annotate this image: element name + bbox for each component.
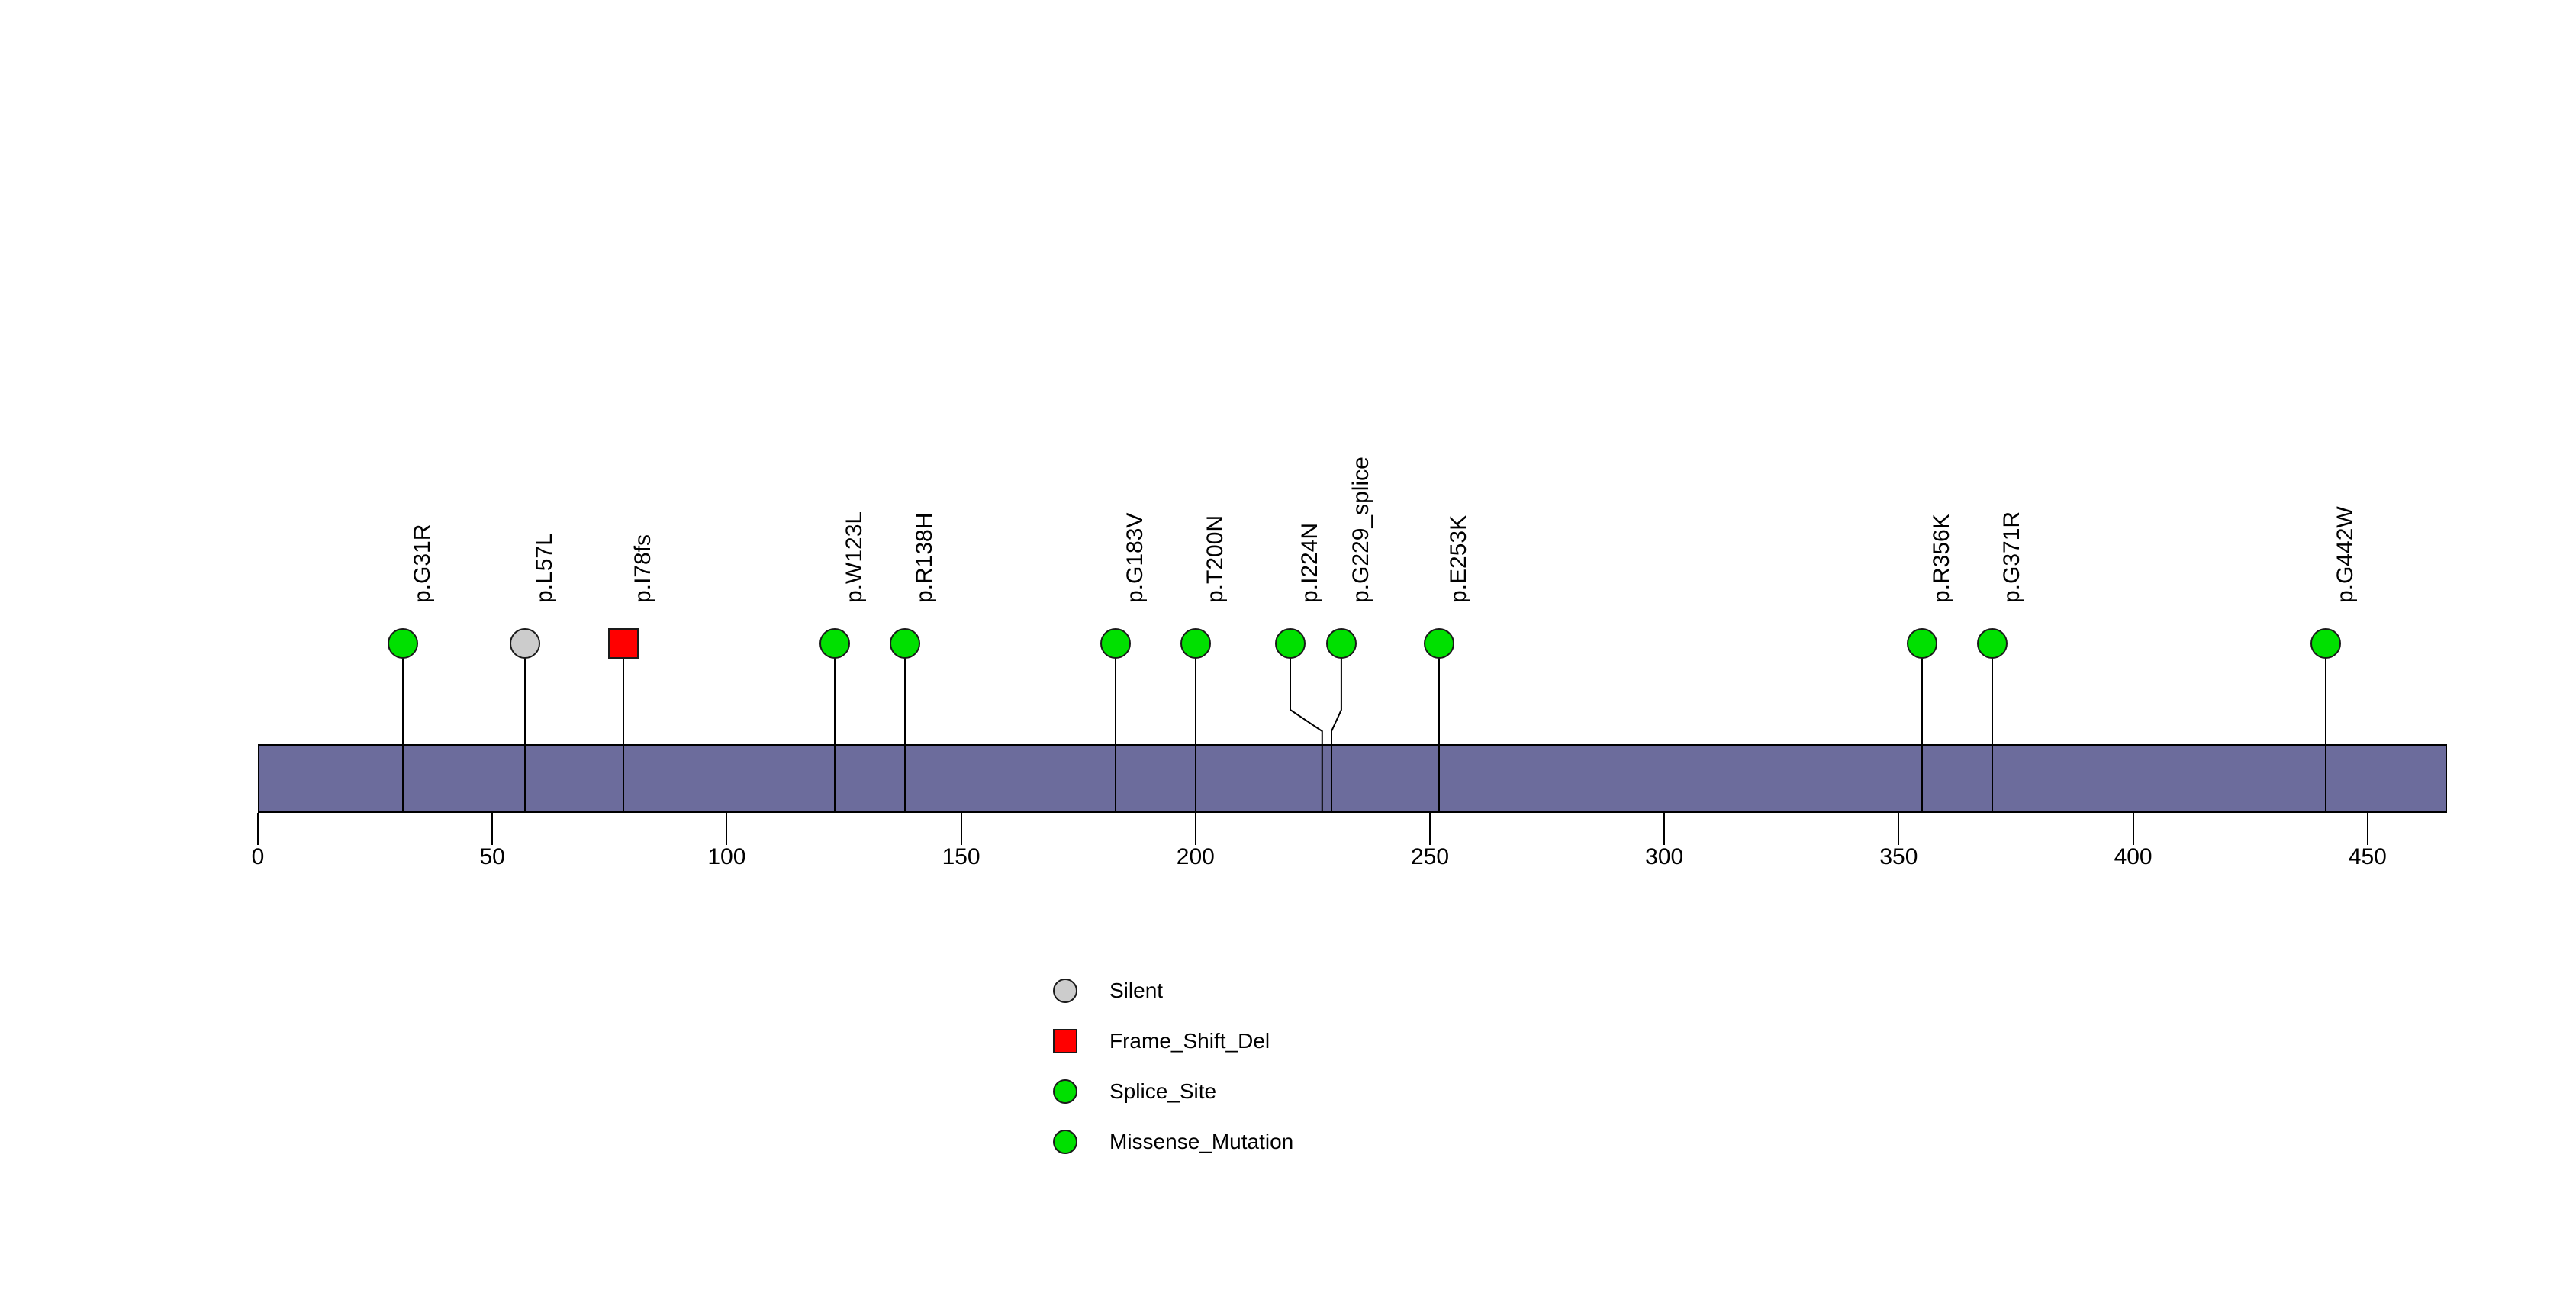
mutation-label: p.I78fs: [630, 534, 656, 603]
mutation-marker-p-g442w[interactable]: [2310, 628, 2341, 659]
axis-tick: [2132, 813, 2134, 845]
legend-item-silent[interactable]: Silent: [1053, 976, 1163, 1006]
axis-tick-label: 300: [1645, 844, 1684, 869]
mutation-marker-p-e253k[interactable]: [1424, 628, 1455, 659]
lollipop-stem: [903, 643, 906, 813]
axis-tick: [2366, 813, 2368, 845]
mutation-label: p.I224N: [1296, 522, 1322, 603]
lollipop-stem: [402, 643, 404, 813]
legend-swatch-square-icon: [1053, 1029, 1077, 1053]
mutation-marker-p-t200n[interactable]: [1180, 628, 1211, 659]
axis-tick: [491, 813, 494, 845]
protein-backbone-bar: [258, 744, 2448, 813]
legend-swatch-circle-icon: [1053, 1079, 1077, 1104]
axis-tick-label: 50: [479, 844, 505, 869]
legend-swatch-circle-icon: [1053, 979, 1077, 1003]
legend-label: Missense_Mutation: [1109, 1130, 1294, 1153]
axis-tick: [1898, 813, 1900, 845]
mutation-label: p.R356K: [1929, 514, 1955, 603]
mutation-label: p.W123L: [841, 511, 867, 603]
mutation-marker-p-r356k[interactable]: [1907, 628, 1938, 659]
mutation-label: p.L57L: [532, 533, 558, 603]
lollipop-stem: [833, 643, 836, 813]
axis-tick-label: 350: [1879, 844, 1918, 869]
mutation-marker-p-r138h[interactable]: [889, 628, 920, 659]
axis-tick-label: 200: [1176, 844, 1215, 869]
legend-item-splice_site[interactable]: Splice_Site: [1053, 1076, 1216, 1107]
mutation-label: p.G229_splice: [1348, 456, 1373, 603]
axis-tick: [726, 813, 728, 845]
axis-tick: [257, 813, 259, 845]
lollipop-stem: [1289, 643, 1323, 813]
mutation-marker-p-g31r[interactable]: [388, 628, 419, 659]
axis-tick-label: 100: [707, 844, 746, 869]
mutation-label: p.G442W: [2332, 506, 2358, 603]
mutation-marker-p-i78fs[interactable]: [608, 628, 639, 659]
axis-tick: [960, 813, 962, 845]
mutation-marker-p-w123l[interactable]: [819, 628, 850, 659]
mutation-label: p.T200N: [1202, 514, 1228, 603]
axis-tick: [1194, 813, 1196, 845]
mutation-label: p.G183V: [1122, 512, 1148, 603]
legend-swatch-circle-icon: [1053, 1130, 1077, 1154]
mutation-marker-p-g371r[interactable]: [1977, 628, 2008, 659]
lollipop-stem: [1921, 643, 1924, 813]
mutation-label: p.R138H: [911, 512, 937, 603]
mutation-label: p.G371R: [1999, 511, 2025, 603]
legend-label: Silent: [1109, 979, 1164, 1002]
axis-tick-label: 0: [251, 844, 265, 869]
legend-item-missense_mutation[interactable]: Missense_Mutation: [1053, 1127, 1293, 1157]
lollipop-stem: [1992, 643, 1994, 813]
lollipop-stem: [1438, 643, 1441, 813]
mutation-marker-p-g229-splice[interactable]: [1325, 628, 1357, 659]
legend-item-frame_shift_del[interactable]: Frame_Shift_Del: [1053, 1026, 1270, 1056]
mutation-marker-p-l57l[interactable]: [510, 628, 541, 659]
lollipop-stem: [1115, 643, 1117, 813]
lollipop-stem: [623, 643, 625, 813]
lollipop-stem: [1330, 643, 1342, 813]
axis-tick-label: 150: [942, 844, 980, 869]
axis-tick: [1429, 813, 1431, 845]
mutation-label: p.E253K: [1446, 514, 1472, 603]
lollipop-stem: [1194, 643, 1196, 813]
mutation-marker-p-g183v[interactable]: [1100, 628, 1132, 659]
legend-label: Splice_Site: [1109, 1079, 1217, 1103]
mutation-label: p.G31R: [410, 524, 436, 603]
mutation-marker-p-i224n[interactable]: [1274, 628, 1306, 659]
axis-tick: [1663, 813, 1666, 845]
legend-label: Frame_Shift_Del: [1109, 1029, 1270, 1053]
lollipop-stem: [2324, 643, 2326, 813]
axis-tick-label: 400: [2114, 844, 2153, 869]
axis-tick-label: 250: [1410, 844, 1450, 869]
lollipop-stem: [524, 643, 526, 813]
axis-tick-label: 450: [2348, 844, 2387, 869]
